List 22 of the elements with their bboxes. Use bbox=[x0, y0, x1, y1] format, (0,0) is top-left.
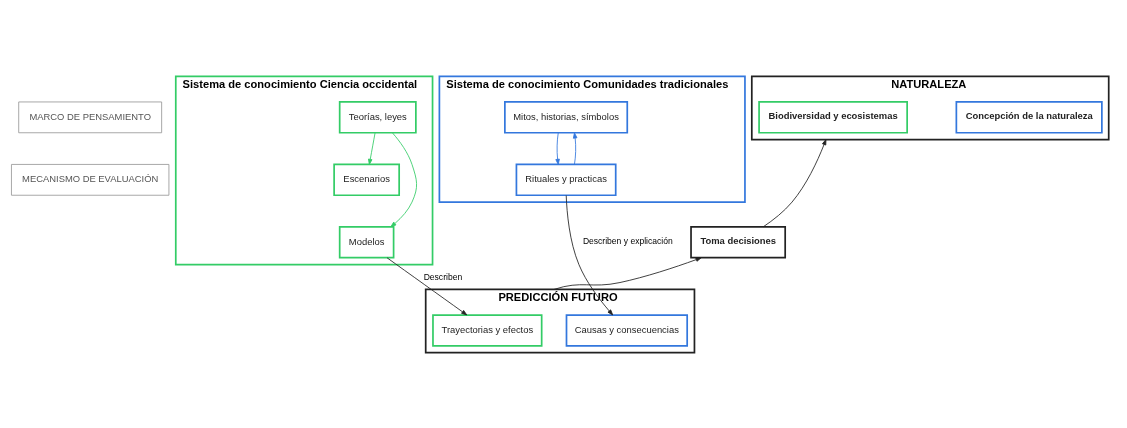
edge-label: Describen y explicación bbox=[582, 235, 673, 246]
arrow bbox=[553, 256, 702, 290]
edge-label: Describen bbox=[423, 271, 463, 282]
node-box: MECANISMO DE EVALUACIÓN bbox=[11, 163, 170, 196]
arrow bbox=[390, 132, 417, 227]
node-box: Rituales y practicas bbox=[515, 163, 617, 196]
arrow bbox=[572, 132, 578, 165]
node-box: MARCO DE PENSAMIENTO bbox=[18, 101, 163, 133]
arrow bbox=[386, 256, 468, 315]
arrow bbox=[368, 132, 376, 165]
node-box: Modelos bbox=[338, 225, 395, 259]
node-box: Teorías, leyes bbox=[338, 100, 417, 134]
node-box: Trayectorias y efectos bbox=[432, 313, 543, 347]
arrow bbox=[762, 138, 827, 227]
arrow bbox=[565, 194, 614, 315]
node-box: Toma decisiones bbox=[690, 225, 787, 259]
node-box: Causas y consecuencias bbox=[565, 313, 689, 347]
node-box: Biodiversidad y ecosistemas bbox=[758, 100, 908, 134]
node-box: Escenarios bbox=[333, 163, 401, 196]
arrow bbox=[555, 132, 560, 165]
node-box: Mitos, historias, símbolos bbox=[504, 100, 629, 134]
node-box: Concepción de la naturaleza bbox=[955, 100, 1103, 134]
